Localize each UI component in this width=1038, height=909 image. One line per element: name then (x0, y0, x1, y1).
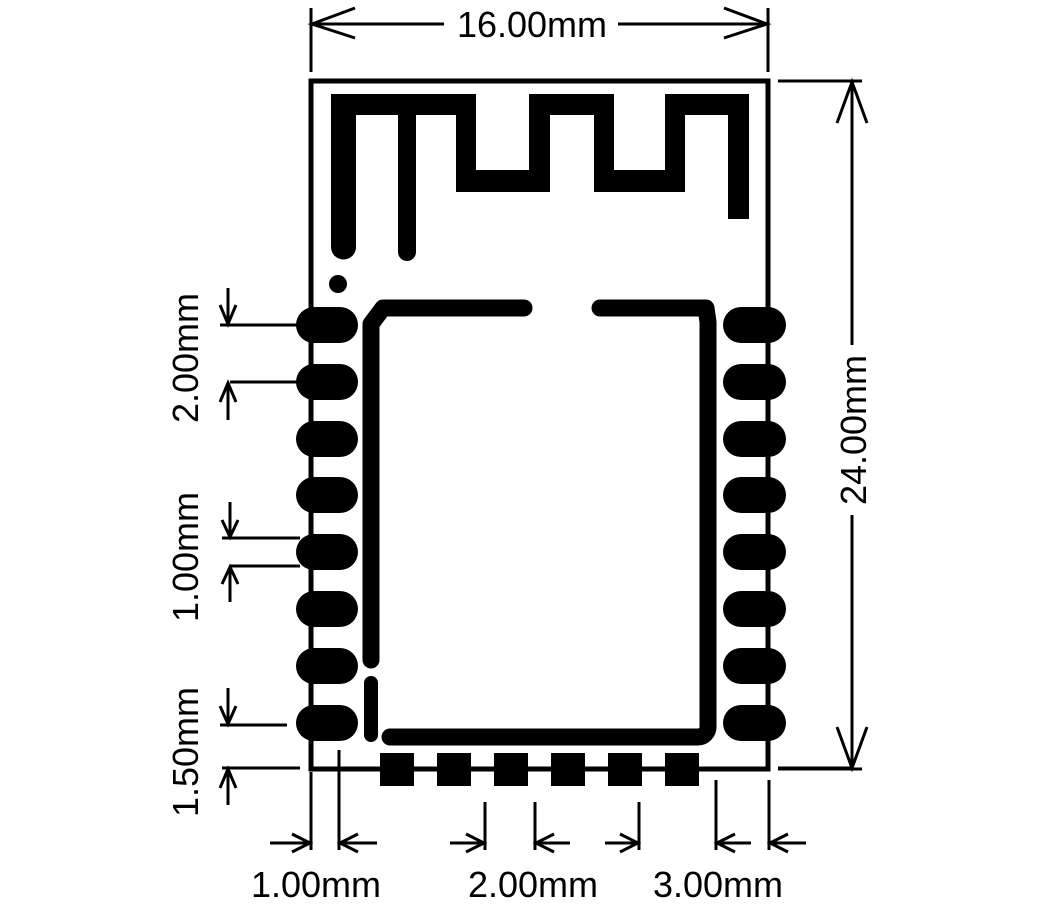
bottom-left-offset-label: 1.00mm (251, 864, 381, 905)
pad-left-6 (296, 591, 358, 627)
pad-bottom-5 (608, 753, 642, 786)
arrow-left-icon (713, 832, 736, 854)
pad-left-1 (296, 307, 358, 343)
pad-right-8 (723, 705, 786, 741)
pad-left-8 (296, 705, 358, 741)
arrow-right-icon (723, 6, 772, 40)
left-dimensions (218, 288, 300, 805)
pad-right-4 (723, 477, 786, 513)
arrow-right-icon (619, 832, 642, 854)
arrow-up-icon (220, 563, 240, 585)
pad-bottom-6 (665, 753, 699, 786)
shield-outline (362, 299, 717, 746)
arrow-left-icon (532, 832, 555, 854)
pad-right-1 (723, 307, 786, 343)
pad-left-3 (296, 421, 358, 457)
bottom-pads (380, 753, 699, 786)
arrow-up-icon (835, 77, 869, 124)
height-label: 24.00mm (833, 355, 874, 505)
arrow-down-icon (835, 726, 869, 773)
width-dimension (307, 6, 772, 72)
arrow-right-icon (465, 832, 488, 854)
bottom-right-offset-label: 3.00mm (653, 864, 783, 905)
pad-left-5 (296, 534, 358, 570)
side-pad-pitch-label: 2.00mm (165, 293, 206, 423)
arrow-left-icon (766, 832, 789, 854)
pad-right-6 (723, 591, 786, 627)
pad-left-2 (296, 364, 358, 400)
arrow-up-icon (218, 765, 238, 789)
left-pads (296, 290, 358, 769)
pad-bottom-3 (494, 753, 528, 786)
pad-bottom-4 (551, 753, 585, 786)
pad-bottom-1 (380, 753, 414, 786)
arrow-up-icon (218, 379, 238, 403)
pad-right-3 (723, 421, 786, 457)
pcb-antenna (331, 94, 749, 261)
pad-right-5 (723, 534, 786, 570)
arrow-right-icon (291, 832, 314, 854)
bottom-dimensions (270, 750, 850, 854)
arrow-down-icon (218, 304, 238, 328)
pin1-marker-dot (329, 275, 347, 293)
bottom-margin-label: 1.50mm (165, 687, 206, 817)
pad-left-7 (296, 648, 358, 684)
height-dimension (778, 77, 869, 773)
arrow-left-icon (307, 6, 356, 40)
width-label: 16.00mm (457, 4, 607, 45)
pad-right-2 (723, 364, 786, 400)
side-pad-width-label: 1.00mm (165, 492, 206, 622)
arrow-left-icon (336, 832, 359, 854)
arrow-down-icon (218, 705, 238, 728)
pad-left-4 (296, 477, 358, 513)
arrow-down-icon (220, 519, 240, 541)
right-pads (723, 307, 786, 741)
bottom-pad-pitch-label: 2.00mm (468, 864, 598, 905)
pad-bottom-2 (437, 753, 471, 786)
pad-right-7 (723, 648, 786, 684)
